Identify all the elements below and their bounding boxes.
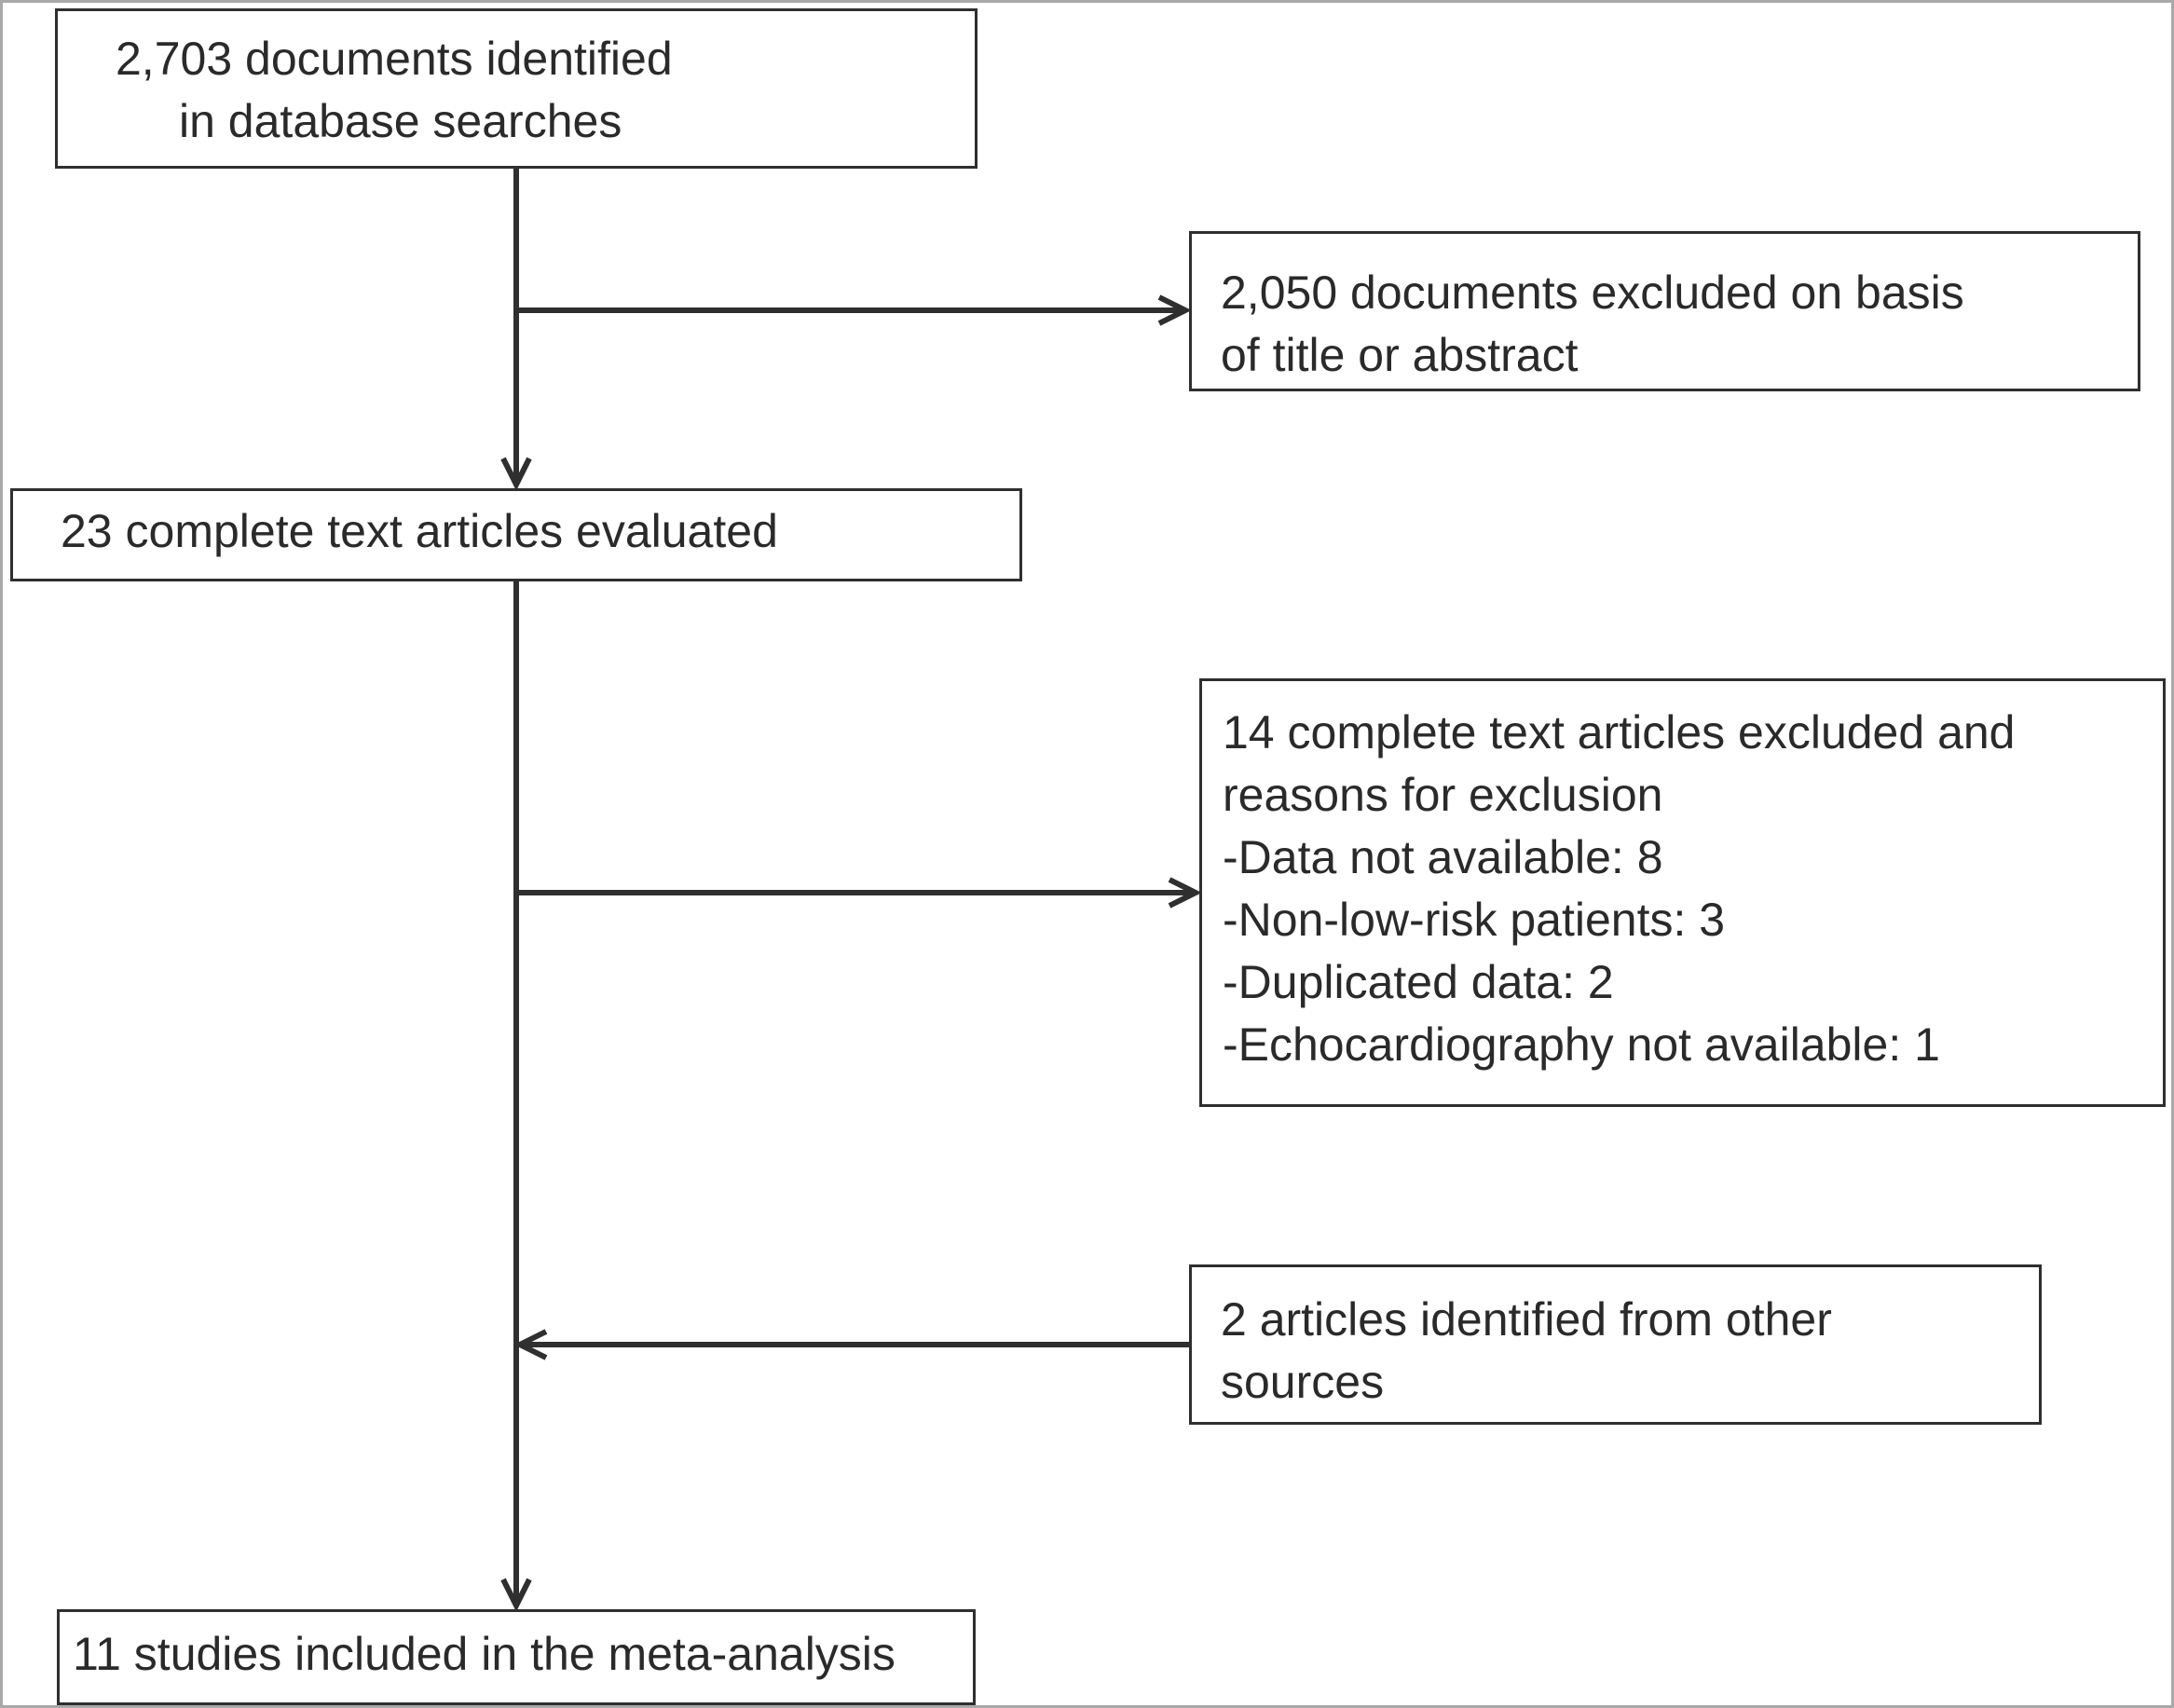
identified-line-1: 2,703 documents identified [116,33,673,85]
excluded-fulltext-box: 14 complete text articles excluded and r… [1199,678,2166,1107]
identified-box: 2,703 documents identified in database s… [55,8,978,169]
arrowhead-to-evaluated [500,457,532,491]
arrowhead-to-excluded-fulltext [1168,877,1202,909]
evaluated-box: 23 complete text articles evaluated [10,488,1022,581]
excluded-title-line-1: 2,050 documents excluded on basis [1221,266,1964,319]
arrowhead-to-included [500,1578,532,1612]
excluded-fulltext-line-3: -Data not available: 8 [1223,831,1663,883]
excluded-fulltext-line-2: reasons for exclusion [1223,769,1663,821]
included-line-1: 11 studies included in the meta-analysis [73,1628,896,1680]
identified-line-2: in database searches [179,95,622,147]
excluded-fulltext-line-4: -Non-low-risk patients: 3 [1223,894,1726,946]
excluded-title-abstract-box: 2,050 documents excluded on basis of tit… [1189,231,2140,391]
other-sources-line-1: 2 articles identified from other [1221,1293,1832,1346]
included-box: 11 studies included in the meta-analysis [57,1609,976,1705]
excluded-fulltext-line-5: -Duplicated data: 2 [1223,956,1614,1008]
other-sources-line-2: sources [1221,1356,1385,1408]
arrowhead-from-other-sources [513,1329,548,1360]
other-sources-box: 2 articles identified from other sources [1189,1264,2042,1425]
arrowhead-to-excluded-title [1157,294,1192,326]
excluded-fulltext-line-6: -Echocardiography not available: 1 [1223,1018,1940,1071]
excluded-fulltext-line-1: 14 complete text articles excluded and [1223,706,2016,758]
evaluated-line-1: 23 complete text articles evaluated [61,505,778,557]
excluded-title-line-2: of title or abstract [1221,329,1579,381]
